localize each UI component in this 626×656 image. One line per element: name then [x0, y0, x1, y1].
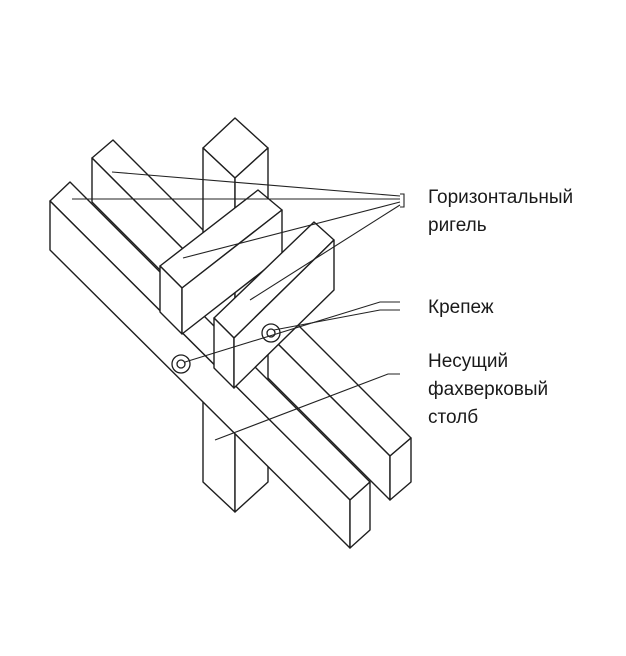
label-post-line2: фахверковый [428, 379, 549, 400]
bolt-icon [261, 323, 281, 343]
front-beam [49, 181, 371, 549]
label-post-line1: Несущий [428, 351, 509, 372]
rail-left [159, 189, 283, 335]
leader-lines-rail [72, 171, 405, 301]
leader-lines-fastener [184, 301, 400, 363]
label-fastener: Крепеж [428, 297, 494, 318]
bolt-icon [171, 354, 191, 374]
leader-line-post [214, 373, 400, 441]
label-horizontal-rail-line2: ригель [428, 215, 487, 236]
rail-right [213, 221, 335, 389]
label-post-line3: столб [428, 407, 479, 428]
label-horizontal-rail-line1: Горизонтальный [428, 187, 574, 208]
